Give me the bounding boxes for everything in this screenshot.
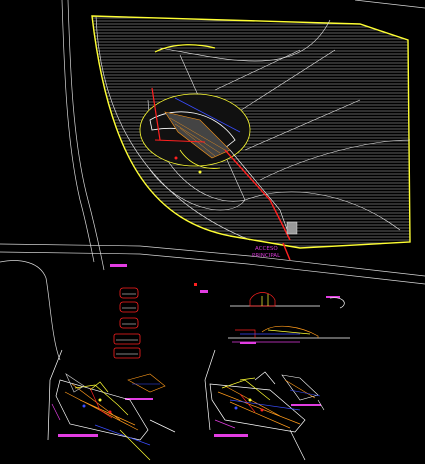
road-loop — [0, 260, 61, 361]
access-ramp-white — [229, 149, 289, 233]
plan-markers — [82, 156, 264, 414]
road-crossing — [0, 243, 425, 277]
red-wall-2 — [154, 139, 206, 143]
main-access-label-line1: ACCESO — [255, 246, 278, 252]
red-wall — [151, 87, 161, 141]
building-complex — [139, 44, 298, 261]
section-drawing — [228, 325, 350, 343]
roads — [0, 0, 425, 361]
title-bars — [58, 264, 340, 437]
stair-arc — [179, 149, 221, 169]
plan-bottom-right-detail — [281, 374, 325, 411]
plan-bottom-left-detail — [127, 373, 166, 393]
road-left-curve-inner — [61, 0, 95, 263]
car-details — [113, 287, 141, 359]
plan-bottom-left — [47, 349, 176, 461]
legend-marks — [194, 283, 208, 293]
blue-axis — [174, 97, 241, 133]
building-wing — [149, 111, 236, 149]
site-boundary — [91, 15, 411, 249]
car-details-white — [116, 293, 138, 355]
main-access-label-line2: PRINCIPAL — [252, 253, 281, 259]
road-top-right — [354, 0, 425, 9]
access-ramp — [224, 149, 291, 241]
building-core — [164, 111, 231, 159]
plan-bottom-right — [204, 349, 306, 461]
gate-block — [286, 221, 298, 235]
road-left-curve-outer — [67, 0, 105, 271]
road-crossing-lower — [0, 251, 425, 285]
top-arc — [154, 44, 216, 53]
elevation-top — [230, 292, 345, 309]
road-sweep — [95, 15, 251, 241]
red-marker — [282, 242, 291, 261]
